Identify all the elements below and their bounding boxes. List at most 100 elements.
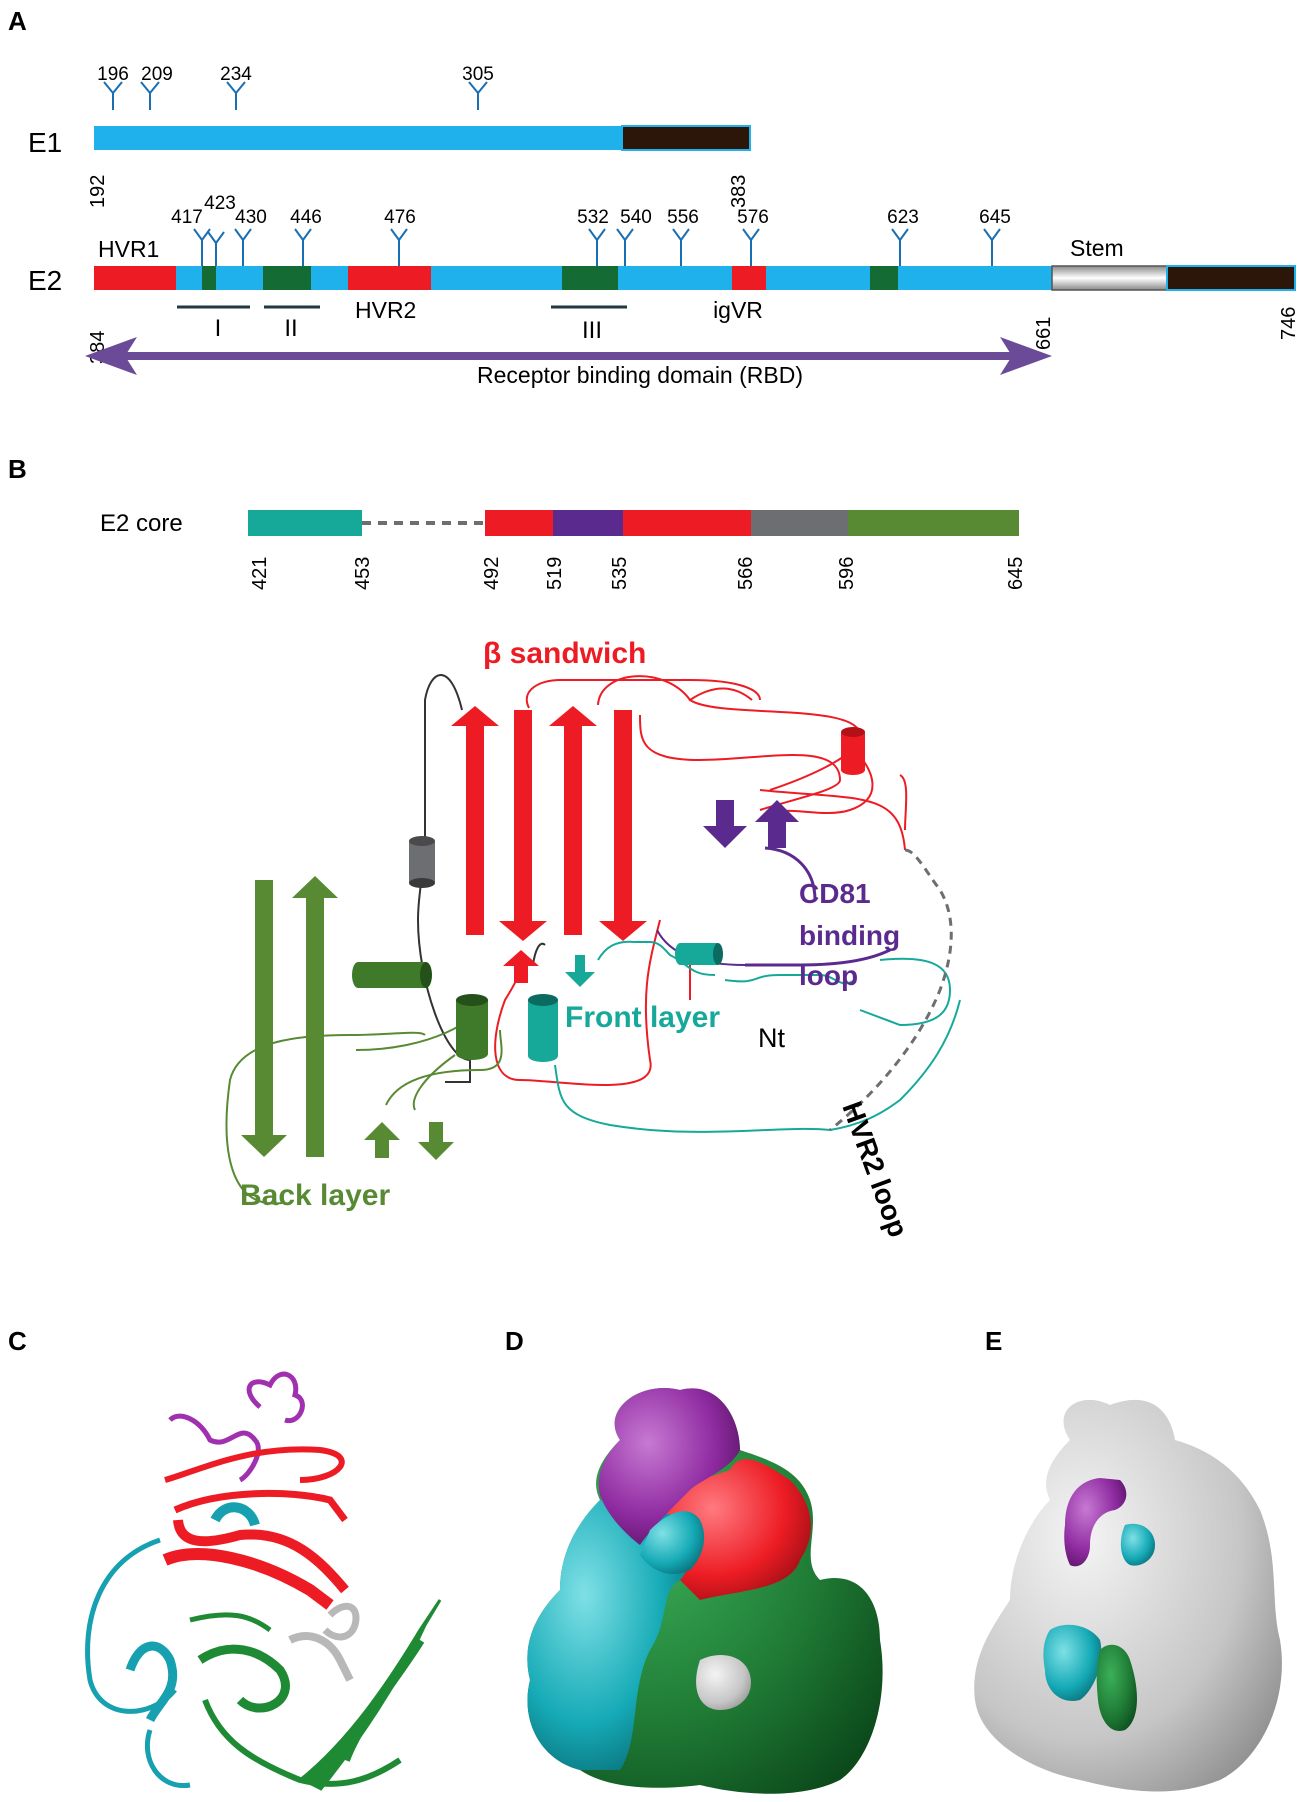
glyco-label-576: 576 [737,207,769,228]
e2-core-label: E2 core [100,510,183,537]
panel-letter-b: B [8,454,27,484]
teal-loop-right [829,999,961,1131]
glyco-label-476: 476 [384,207,416,228]
teal-link-2 [724,974,856,985]
core-red-segment-2 [623,510,751,536]
igvr-label: igVR [713,297,763,323]
surface-gray [974,1399,1282,1792]
cd81-loop-label-line2: binding [799,920,900,951]
glyco-label-540: 540 [620,207,652,228]
red-helix [841,727,865,775]
glyco-site-196 [103,81,123,110]
back-small-strand-down [418,1122,454,1160]
back-layer-label: Back layer [240,1179,390,1212]
core-number-519: 519 [544,557,566,590]
red-loop-bottom [494,919,661,1086]
epitope-segment-b [263,266,311,290]
glyco-site-532 [588,228,606,266]
teal-loop-nt [859,957,952,1027]
e1-label: E1 [28,127,62,158]
core-back-segment [848,510,1019,536]
epitope-segment-c [562,266,618,290]
front-strand-down [565,955,595,987]
epitope-label-3: III [582,317,602,344]
rbd-double-arrow [85,337,1052,375]
glyco-site-234 [226,81,246,110]
green-link-1 [412,1054,456,1111]
e2-glycosylation-sites [193,228,1001,266]
glyco-site-417 [193,228,211,266]
core-number-535: 535 [609,557,631,590]
epitope-label-2: II [284,315,297,342]
hvr2-loop-dashed [829,848,953,1132]
glyco-site-209 [140,81,160,110]
cd81-strand-down [703,800,747,848]
panel-letter-a: A [8,6,27,36]
core-red-segment-1 [485,510,553,536]
e1-ectodomain-bar [94,126,622,150]
epitope-label-1: I [215,315,222,342]
back-strand-down [241,880,287,1157]
glyco-label-556: 556 [667,207,699,228]
cd81-strand-up [755,800,799,848]
front-helix-horizontal [675,943,723,965]
rbd-label: Receptor binding domain (RBD) [477,362,803,388]
glyco-label-234: 234 [220,64,252,85]
core-number-492: 492 [481,557,503,590]
green-small-link [385,1029,503,1106]
e1-glycosylation-sites [103,81,488,110]
cd81-strand-loop [745,948,891,967]
core-number-596: 596 [836,557,858,590]
glyco-label-305: 305 [462,64,494,85]
core-number-453: 453 [352,557,374,590]
red-loop-right [899,774,908,831]
epitope-segment-d [870,266,898,290]
core-number-421: 421 [249,557,271,590]
glyco-label-417: 417 [171,207,203,228]
glyco-site-623 [891,228,909,266]
core-gray-segment [751,510,848,536]
glyco-label-209: 209 [141,64,173,85]
glyco-label-623: 623 [887,207,919,228]
hvr1-label: HVR1 [98,236,159,262]
core-number-566: 566 [735,557,757,590]
red-hairpin-loop-top-1 [597,675,753,706]
surface-colored [527,1388,883,1794]
cd81-strands [703,800,799,848]
teal-link-1 [597,940,716,976]
e2-transmembrane-segment [1166,265,1296,291]
glyco-site-423 [207,231,225,266]
teal-loop-bottom [554,1064,831,1133]
glyco-site-430 [234,228,252,266]
e1-transmembrane-bar [621,125,751,151]
beta-strand-up-2 [549,706,597,935]
glyco-label-532: 532 [577,207,609,228]
cd81-loop-label-line1: CD81 [799,878,871,909]
red-loop-mid [639,714,842,811]
glyco-site-305 [468,81,488,110]
back-small-strand-up [364,1122,400,1158]
e1-start-number: 192 [87,175,109,208]
beta-sandwich-label: β sandwich [483,637,646,670]
glyco-label-423: 423 [204,193,236,214]
rbd-end-number: 661 [1033,317,1055,350]
glyco-label-645: 645 [979,207,1011,228]
stem-segment [1051,265,1168,291]
hvr2-loop-label: HVR2 loop [836,1097,914,1241]
red-loop-outer [759,789,906,851]
hvr2-label: HVR2 [355,297,416,323]
beta-sandwich-strands [451,706,647,983]
hvr1-segment [94,266,176,290]
e2-end-number: 746 [1278,307,1300,340]
dark-link [532,942,546,966]
glyco-site-576 [742,228,760,266]
back-strand-up [292,876,338,1157]
purple-hairpin-loop [764,846,817,901]
nt-label: Nt [758,1023,785,1053]
glyco-site-476 [390,228,408,266]
glyco-site-540 [616,228,634,266]
beta-strand-down-2 [599,710,647,941]
core-cd81-segment [553,510,623,536]
panel-letter-c: C [8,1326,27,1356]
e2-label: E2 [28,265,62,296]
